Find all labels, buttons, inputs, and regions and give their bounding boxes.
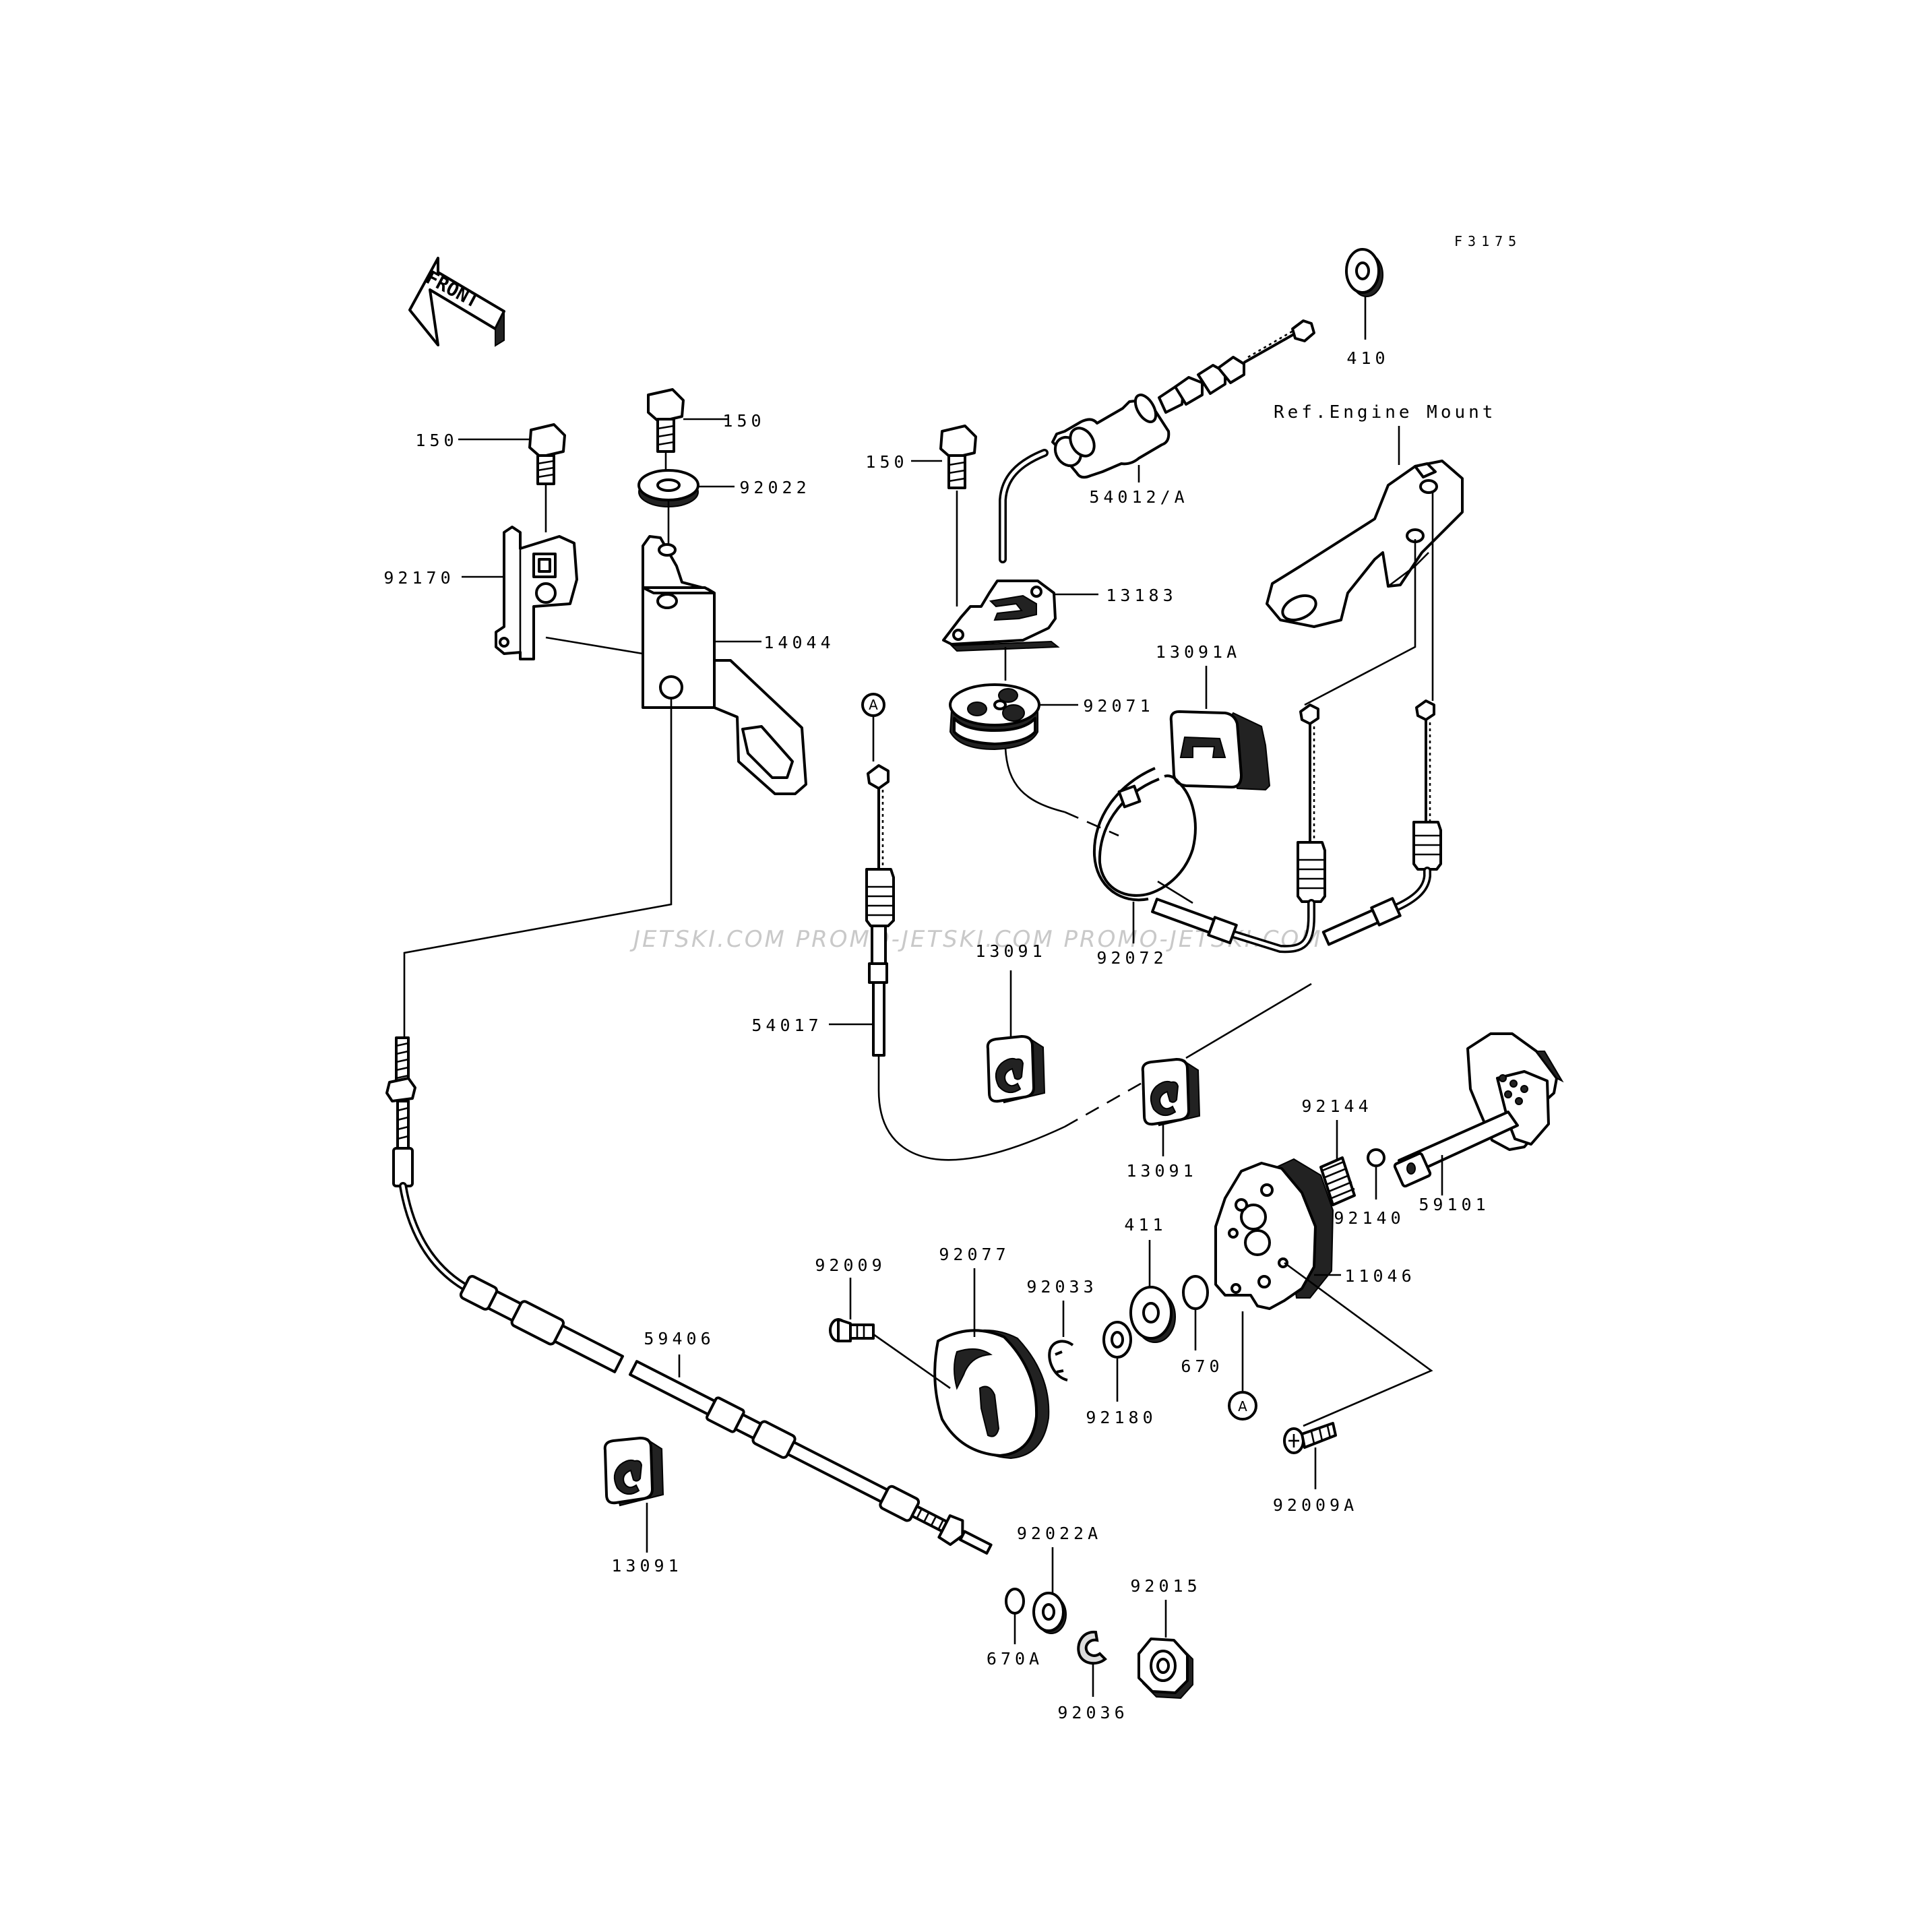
part-label-92009a: 92009A — [1273, 1495, 1358, 1515]
oring-670a — [1005, 1588, 1025, 1615]
reference-note: Ref.Engine Mount — [1274, 402, 1496, 423]
part-label-13091-center: 13091 — [975, 941, 1046, 961]
part-label-670a: 670A — [987, 1649, 1043, 1669]
part-label-92140: 92140 — [1334, 1208, 1404, 1228]
clamp-92072 — [1092, 767, 1197, 902]
part-label-92071: 92071 — [1083, 696, 1154, 716]
connector-marker-bottom: A — [1238, 1398, 1247, 1414]
washer-92180 — [1102, 1321, 1132, 1359]
part-label-13091a: 13091A — [1156, 642, 1241, 662]
part-label-150-center: 150 — [865, 452, 908, 472]
part-label-92033: 92033 — [1026, 1277, 1097, 1297]
part-label-92036: 92036 — [1057, 1703, 1128, 1722]
part-label-13091-right: 13091 — [1126, 1161, 1197, 1181]
cable-54017 — [861, 693, 895, 1057]
connector-marker-top: A — [869, 697, 878, 713]
nut-92015 — [1138, 1638, 1193, 1700]
part-label-411: 411 — [1124, 1215, 1166, 1235]
part-label-150-middle: 150 — [722, 411, 765, 431]
part-label-92077: 92077 — [939, 1245, 1009, 1264]
part-label-92144: 92144 — [1301, 1096, 1372, 1116]
cushion-13091-right — [1141, 1058, 1201, 1127]
part-label-92015: 92015 — [1130, 1576, 1201, 1596]
bracket-14044 — [642, 535, 807, 795]
part-label-92072: 92072 — [1096, 948, 1167, 968]
cushion-13091-center — [986, 1035, 1046, 1104]
grommet-92071 — [949, 683, 1040, 751]
cable-choke-far-right — [1321, 699, 1442, 946]
bolt-150-left — [528, 423, 566, 485]
part-label-59101: 59101 — [1419, 1195, 1489, 1214]
clip-13091a — [1169, 710, 1271, 791]
part-label-59406: 59406 — [644, 1329, 714, 1348]
washer-410 — [1345, 248, 1383, 297]
washer-411 — [1129, 1286, 1176, 1343]
bolt-150-middle — [647, 388, 685, 453]
screw-92009a — [1283, 1422, 1337, 1454]
part-label-92170: 92170 — [383, 568, 454, 588]
bolt-150-center — [939, 425, 977, 489]
part-label-92180: 92180 — [1086, 1408, 1156, 1427]
case-11046 — [1214, 1158, 1334, 1310]
part-label-54017: 54017 — [751, 1016, 822, 1035]
part-label-14044: 14044 — [764, 633, 834, 652]
part-label-670: 670 — [1181, 1357, 1223, 1376]
part-label-54012a: 54012/A — [1089, 487, 1188, 507]
front-arrow-icon: FRONT — [408, 257, 505, 347]
cable-choke-right — [1151, 704, 1326, 954]
part-label-92022a: 92022A — [1017, 1524, 1102, 1543]
cushion-13091-bottom-left — [603, 1437, 664, 1507]
washer-92022a — [1032, 1592, 1067, 1634]
ball-92140 — [1367, 1148, 1385, 1167]
eclip-92033 — [1048, 1340, 1074, 1381]
part-label-92009: 92009 — [815, 1255, 885, 1275]
part-label-410: 410 — [1346, 348, 1389, 368]
part-label-92022: 92022 — [739, 478, 810, 497]
washer-92022 — [637, 469, 699, 507]
plate-13183 — [942, 580, 1060, 652]
diagram-code: F3175 — [1454, 233, 1522, 249]
cap-92077 — [933, 1329, 1050, 1460]
lever-59101 — [1393, 1032, 1564, 1188]
lockwasher-92036 — [1077, 1630, 1107, 1665]
cable-59406 — [385, 1036, 993, 1555]
screw-92009 — [829, 1318, 875, 1342]
part-label-13183: 13183 — [1106, 586, 1177, 605]
part-label-13091-bottom-left: 13091 — [611, 1556, 682, 1576]
oring-670 — [1182, 1275, 1209, 1310]
bracket-92170 — [495, 526, 578, 660]
part-label-150-left: 150 — [415, 431, 458, 450]
spring-92144 — [1319, 1156, 1356, 1206]
part-label-11046: 11046 — [1344, 1266, 1415, 1286]
cable-54012a — [999, 319, 1315, 563]
